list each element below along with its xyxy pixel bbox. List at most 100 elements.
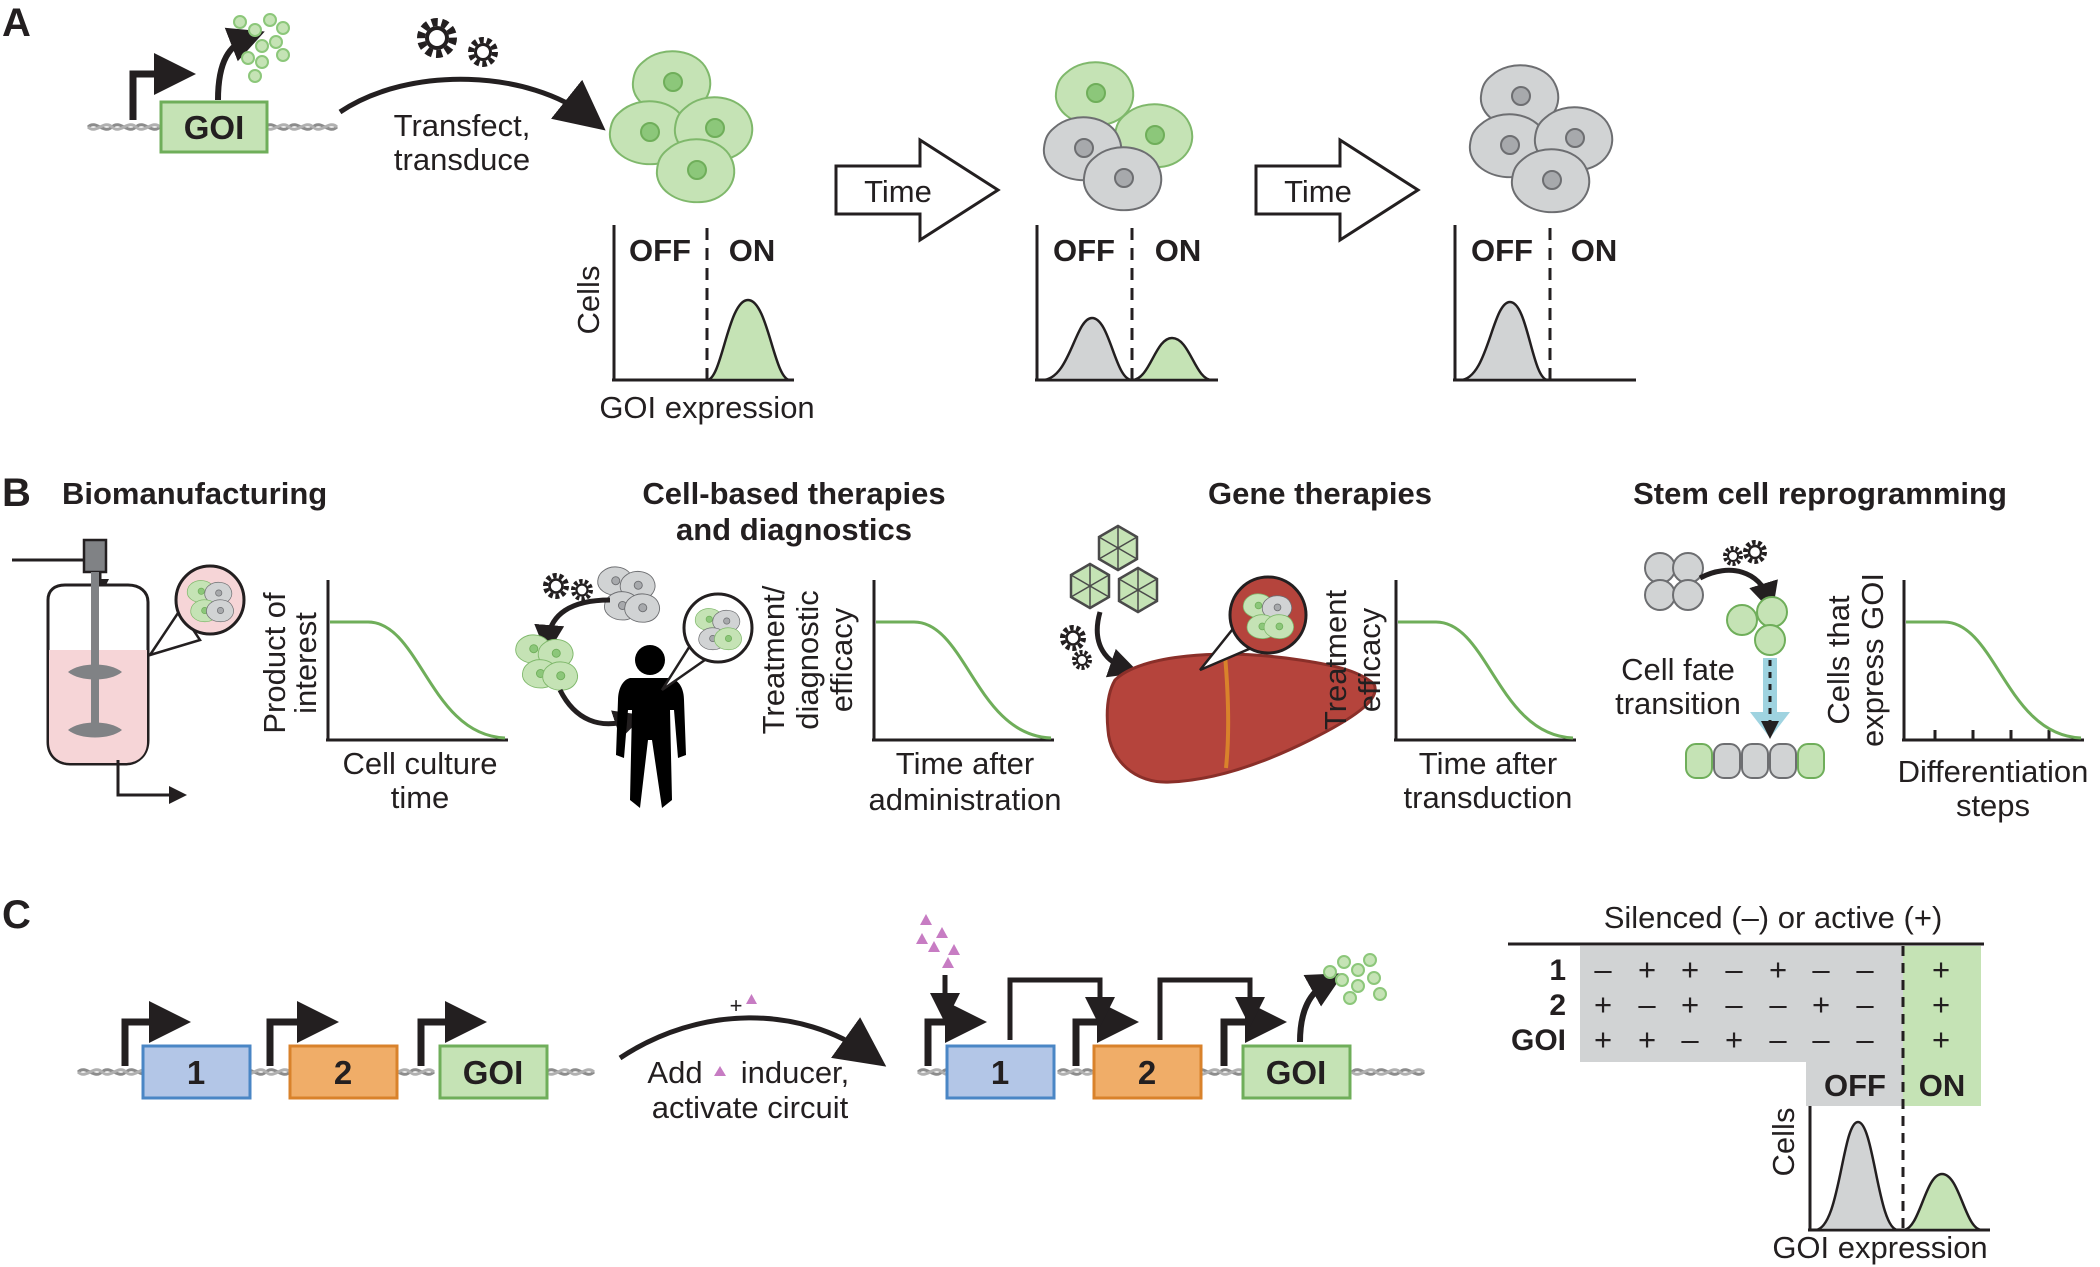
panel-a-letter: A [2, 1, 31, 45]
y-label-2: efficacy [1352, 607, 1387, 712]
y-label-1: Treatment/ [756, 585, 791, 734]
human-silhouette [616, 645, 686, 808]
impeller-bottom [68, 722, 122, 738]
decline-curve [1906, 620, 2082, 740]
inducer-step: + Add inducer, activate circuit [618, 993, 887, 1125]
outlet-arrow [116, 760, 187, 804]
table-cell: + [1681, 952, 1699, 987]
x-label-2: steps [1956, 788, 2030, 823]
time-arrow-2: Time [1254, 137, 1421, 243]
reprogrammed-cells [1726, 596, 1788, 656]
row-label-1: 1 [1549, 954, 1566, 987]
app-title: Stem cell reprogramming [1633, 476, 2007, 511]
off-peak [1041, 316, 1133, 382]
x-axis-label: GOI expression [1772, 1230, 1987, 1265]
table-cell: – [1594, 952, 1612, 987]
y-label-2: diagnostic [790, 590, 825, 730]
gene-2-label: 2 [334, 1054, 352, 1091]
gene-1-box [945, 1044, 1056, 1100]
liver [1105, 652, 1377, 784]
on-peak [1131, 336, 1213, 382]
transfect-label-2: transduce [394, 142, 530, 177]
app-title: Gene therapies [1208, 476, 1432, 511]
goi-label: GOI [463, 1054, 524, 1091]
histogram-1: OFF ON Cells GOI expression [571, 225, 815, 425]
y-label-2: interest [288, 612, 323, 714]
table-cell: + [1769, 952, 1787, 987]
table-cell: + [1812, 987, 1830, 1022]
inducer-label-3: activate circuit [652, 1090, 849, 1125]
table-cell: – [1769, 987, 1787, 1022]
gene-1-label: 1 [187, 1054, 205, 1091]
on-label: ON [1155, 233, 1202, 268]
row-label-3: GOI [1511, 1024, 1566, 1057]
app-biomanufacturing: Biomanufacturing Product of interest Cel… [12, 476, 508, 815]
transition-label-2: transition [1615, 686, 1741, 721]
table-cell: + [1932, 952, 1950, 987]
gene-2-label: 2 [1138, 1054, 1156, 1091]
transfect-step: Transfect, transduce [338, 22, 606, 177]
panel-b-letter: B [2, 471, 31, 515]
x-label-2: time [391, 780, 450, 815]
inducer-label-2: inducer, [741, 1055, 850, 1090]
time-label-2: Time [1284, 174, 1352, 209]
goi-box [1241, 1044, 1352, 1100]
app-title: Biomanufacturing [62, 476, 327, 511]
table-title: Silenced (–) or active (+) [1604, 900, 1943, 935]
plus-sign: + [730, 993, 743, 1018]
table-cell: – [1812, 952, 1830, 987]
off-header-bg [1806, 1062, 1903, 1106]
off-peak [1459, 300, 1549, 382]
decline-curve [1398, 620, 1574, 740]
table-cell: – [1681, 1022, 1699, 1057]
engineer-arrow [534, 597, 611, 655]
on-label: ON [1919, 1068, 1966, 1103]
x-label-1: Time after [896, 746, 1034, 781]
gene-2-box [288, 1044, 399, 1100]
on-label: ON [729, 233, 776, 268]
goi-box [438, 1044, 549, 1100]
gene-2-box [1092, 1044, 1203, 1100]
off-label: OFF [1824, 1068, 1886, 1103]
cell-cluster-1 [608, 50, 754, 204]
table-cell: + [1594, 1022, 1612, 1057]
on-label: ON [1571, 233, 1618, 268]
table-cell: – [1769, 1022, 1787, 1057]
y-axis-label: Cells [1766, 1108, 1801, 1177]
table-cell: – [1638, 987, 1656, 1022]
differentiated-cells [1685, 743, 1825, 779]
decline-curve [330, 620, 506, 740]
off-label: OFF [1053, 233, 1115, 268]
app-title-1: Cell-based therapies [642, 476, 945, 511]
table-cell: + [1932, 987, 1950, 1022]
histogram-3: OFF ON [1453, 225, 1636, 382]
table-cell: + [1932, 1022, 1950, 1057]
on-peak [1902, 1172, 1983, 1232]
y-label-1: Product of [257, 592, 292, 734]
motor [82, 538, 108, 574]
cell-cluster-2 [1042, 61, 1194, 212]
goi-gene-box [159, 100, 269, 154]
table-cell: – [1856, 1022, 1874, 1057]
goi-gene-label: GOI [184, 109, 245, 146]
panel-c-letter: C [2, 893, 31, 937]
time-label-1: Time [864, 174, 932, 209]
truth-table: Silenced (–) or active (+) 1 2 GOI – + +… [1508, 900, 1984, 1230]
y-label-1: Treatment [1318, 590, 1353, 731]
histogram-2: OFF ON [1035, 225, 1218, 382]
table-cell: – [1725, 987, 1743, 1022]
app-stem-cell: Stem cell reprogramming Cell fate transi… [1615, 476, 2088, 823]
x-label-1: Differentiation [1898, 754, 2089, 789]
stem-cells [1644, 552, 1704, 611]
inducer-label-1: Add [647, 1055, 702, 1090]
inducer-icon-inline [714, 1066, 726, 1076]
transfect-arrow [338, 76, 606, 131]
x-label-2: transduction [1404, 780, 1573, 815]
activate-arrow [618, 1015, 887, 1067]
table-cell: – [1725, 952, 1743, 987]
y-label-1: Cells that [1821, 595, 1856, 725]
promoter-arrow [129, 53, 196, 120]
table-cell: – [1812, 1022, 1830, 1057]
histogram-c: Cells GOI expression [1766, 1106, 1990, 1265]
